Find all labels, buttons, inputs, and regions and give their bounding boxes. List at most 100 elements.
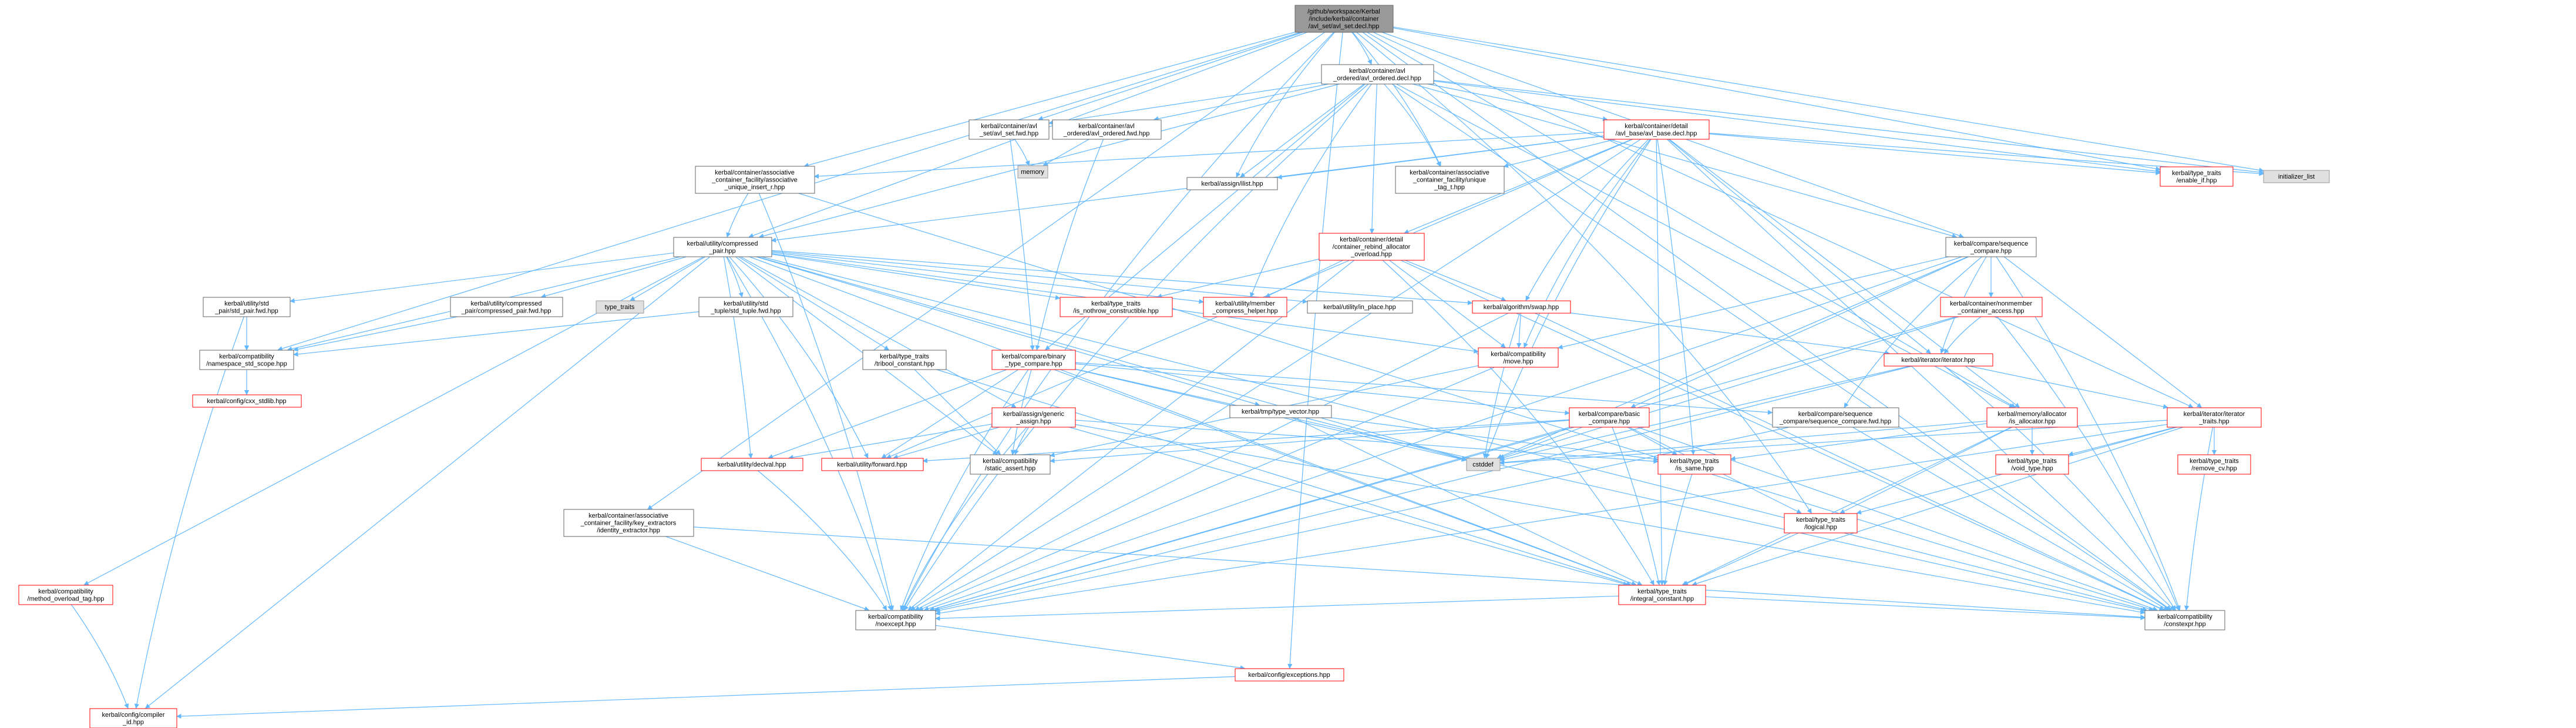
node-generic-assign[interactable]: kerbal/assign/generic_assign.hpp [991,407,1076,428]
edge-avl-ordered-fwd-to-memory [1042,138,1090,166]
node-label: kerbal/type_traits [1637,588,1687,595]
node-label: _container_facility/key_extractors [580,520,677,527]
node-label: kerbal/utility/compressed [470,300,542,307]
edge-compressed-pair-to-forward [728,256,869,459]
node-binary-type-compare[interactable]: kerbal/compare/binary_type_compare.hpp [991,350,1076,370]
node-namespace-std-scope[interactable]: kerbal/compatibility/namespace_std_scope… [199,350,294,370]
node-noexcept[interactable]: kerbal/compatibility/noexcept.hpp [855,610,936,630]
edge-avl-set-fwd-to-binary-type-compare [1010,139,1035,351]
node-swap[interactable]: kerbal/algorithm/swap.hpp [1472,300,1571,314]
node-root: /github/workspace/Kerbal/include/kerbal/… [1294,5,1394,33]
edge-basic-compare-to-noexcept [929,426,1576,612]
node-label: kerbal/container/avl [1078,123,1134,130]
node-iterator[interactable]: kerbal/iterator/iterator.hpp [1884,353,1993,367]
node-label: /static_assert.hpp [985,465,1035,472]
node-label: /enable_if.hpp [2176,177,2217,184]
node-logical[interactable]: kerbal/type_traits/logical.hpp [1784,513,1858,534]
node-exceptions[interactable]: kerbal/config/exceptions.hpp [1235,668,1344,682]
node-unique-insert[interactable]: kerbal/container/associative_container_f… [695,166,815,194]
node-label: kerbal/compare/binary [1002,353,1066,360]
node-basic-compare[interactable]: kerbal/compare/basic_compare.hpp [1569,407,1650,428]
node-in-place[interactable]: kerbal/utility/in_place.hpp [1307,300,1413,314]
edge-compressed-pair-to-compiler-id [144,256,711,709]
node-cxx-stdlib[interactable]: kerbal/config/cxx_stdlib.hpp [192,394,302,408]
node-label: _container_access.hpp [1957,308,2024,315]
edge-avl-ordered-decl-to-rebind-alloc [1369,83,1378,234]
node-cstddef: cstddef [1466,458,1501,471]
node-void-type[interactable]: kerbal/type_traits/void_type.hpp [1995,454,2069,475]
node-avl-base-decl[interactable]: kerbal/container/detail/avl_base/avl_bas… [1603,119,1710,140]
node-box [698,297,793,317]
node-enable-if[interactable]: kerbal/type_traits/enable_if.hpp [2160,166,2234,187]
node-label: kerbal/type_traits [2007,458,2057,465]
node-constexpr[interactable]: kerbal/compatibility/constexpr.hpp [2144,610,2225,630]
node-label: kerbal/container/avl [1349,68,1405,75]
edge-iterator-to-constexpr [1943,365,2176,611]
node-compressed-pair[interactable]: kerbal/utility/compressed_pair.hpp [673,237,772,257]
node-avl-ordered-fwd[interactable]: kerbal/container/avl_ordered/avl_ordered… [1052,119,1162,140]
node-assign-list[interactable]: kerbal/assign/ilist.hpp [1186,177,1278,190]
node-label: kerbal/assign/ilist.hpp [1201,180,1263,187]
node-std-tuple-fwd[interactable]: kerbal/utility/std_tuple/std_tuple.fwd.h… [698,297,793,317]
edge-avl-base-decl-to-is-allocator [1669,139,2020,408]
node-method-overload-tag[interactable]: kerbal/compatibility/method_overload_tag… [18,585,113,605]
node-type-vector[interactable]: kerbal/tmp/type_vector.hpp [1229,405,1332,418]
edge-is-allocator-to-integral-constant [1682,426,2012,586]
node-compiler-id[interactable]: kerbal/config/compiler_id.hpp [89,708,177,728]
edge-rebind-alloc-to-swap [1405,260,1506,301]
node-nothrow-constructible[interactable]: kerbal/type_traits/is_nothrow_constructi… [1060,297,1173,317]
edge-basic-compare-to-cstddef [1499,426,1583,459]
node-label: kerbal/iterator/iterator [2184,411,2245,418]
node-is-same[interactable]: kerbal/type_traits/is_same.hpp [1657,454,1731,475]
node-box [1569,407,1650,428]
edge-avl-ordered-decl-to-assign-list [1240,83,1365,178]
node-key-extractors[interactable]: kerbal/container/associative_container_f… [563,509,694,537]
node-box [968,119,1050,140]
node-declval[interactable]: kerbal/utility/declval.hpp [701,458,803,471]
edge-iterator-to-noexcept [934,365,1914,612]
node-avl-ordered-decl[interactable]: kerbal/container/avl_ordered/avl_ordered… [1321,64,1434,85]
edge-compressed-pair-to-swap [771,250,1473,306]
node-forward[interactable]: kerbal/utility/forward.hpp [821,458,924,471]
node-member-compress[interactable]: kerbal/utility/member_compress_helper.hp… [1203,297,1287,317]
node-label: cstddef [1472,461,1494,468]
node-box [203,297,291,317]
edge-root-to-unique-tag [1352,32,1441,167]
node-seq-compare[interactable]: kerbal/compare/sequence_compare.hpp [1945,237,2037,257]
node-box [89,708,177,728]
node-label: /integral_constant.hpp [1630,596,1694,603]
node-cp-fwd[interactable]: kerbal/utility/compressed_pair/compresse… [450,297,563,317]
node-remove-cv[interactable]: kerbal/type_traits/remove_cv.hpp [2177,454,2251,475]
edge-root-to-avl-set-fwd [1038,32,1303,121]
edge-generic-assign-to-is-same [1075,420,1659,464]
edge-iterator-traits-to-noexcept [935,424,2168,616]
node-label: /logical.hpp [1804,524,1837,531]
node-label: _ordered/avl_ordered.fwd.hpp [1063,130,1150,137]
edge-seq-compare-to-basic-compare [1630,256,1970,408]
node-label: kerbal/compatibility [38,588,93,595]
node-tribool[interactable]: kerbal/type_traits/tribool_constant.hpp [862,350,947,370]
node-integral-constant[interactable]: kerbal/type_traits/integral_constant.hpp [1618,585,1706,605]
node-box [563,509,694,537]
node-static-assert[interactable]: kerbal/compatibility/static_assert.hpp [970,454,1051,475]
node-label: kerbal/container/avl [981,123,1037,130]
node-nonmember-access[interactable]: kerbal/container/nonmember_container_acc… [1940,297,2043,317]
edge-compressed-pair-to-std-tuple-fwd [725,256,744,298]
node-unique-tag[interactable]: kerbal/container/associative_container_f… [1395,166,1505,194]
node-avl-set-fwd[interactable]: kerbal/container/avl_set/avl_set.fwd.hpp [968,119,1050,140]
node-label: kerbal/type_traits [1670,458,1719,465]
node-seq-compare-fwd[interactable]: kerbal/compare/sequence_compare/sequence… [1772,407,1899,428]
node-iterator-traits[interactable]: kerbal/iterator/iterator_traits.hpp [2167,407,2262,428]
node-is-allocator[interactable]: kerbal/memory/allocator/is_allocator.hpp [1986,407,2078,428]
edge-swap-to-cstddef [1482,313,1521,459]
node-move[interactable]: kerbal/compatibility/move.hpp [1478,347,1559,368]
node-std-pair-fwd[interactable]: kerbal/utility/std_pair/std_pair.fwd.hpp [203,297,291,317]
node-label: kerbal/iterator/iterator.hpp [1901,357,1975,364]
node-label: /include/kerbal/container [1309,16,1379,23]
node-label: /is_allocator.hpp [2009,418,2056,425]
node-rebind-alloc[interactable]: kerbal/container/detail/container_rebind… [1319,233,1425,261]
edge-compressed-pair-to-tribool [738,256,890,351]
node-box [2144,610,2225,630]
edge-std-pair-fwd-to-compiler-id [134,316,245,709]
edge-compressed-pair-to-type-vector [755,256,1260,407]
